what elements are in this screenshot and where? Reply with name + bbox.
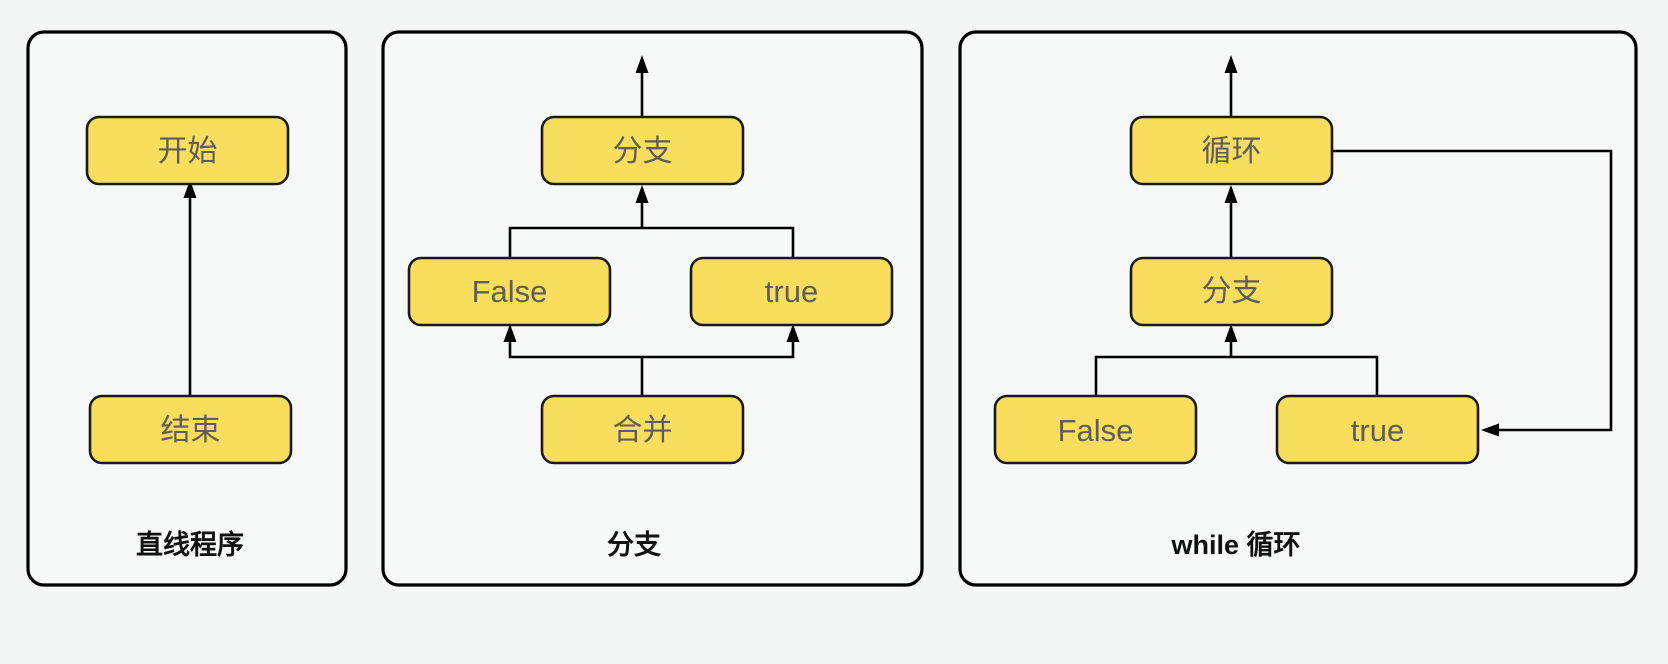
node-true[interactable]: true [1275,394,1480,465]
node-loop-box[interactable] [1129,115,1334,186]
node-start-box[interactable] [85,115,290,186]
node-branch-label: 分支 [613,135,673,168]
panel-straight-line-program: 开始 结束 直线程序 [26,30,348,587]
node-false-box[interactable] [993,394,1198,465]
node-start[interactable]: 开始 [85,115,290,186]
node-false[interactable]: False [993,394,1198,465]
edge-merge-to-false-true [503,324,800,396]
node-merge[interactable]: 合并 [540,394,745,465]
node-false-box[interactable] [407,256,612,327]
node-loop[interactable]: 循环 [1129,115,1334,186]
panel-caption-branch: 分支 [607,530,661,560]
node-branch[interactable]: 分支 [1129,256,1334,327]
panel-while-loop: 循环 分支 False true while 循环 [958,30,1638,587]
panel-caption-straight-line-program: 直线程序 [136,529,244,560]
edge-loop-to-exit [1224,55,1238,117]
node-true[interactable]: true [689,256,894,327]
edge-end-to-start [183,180,197,396]
edge-false-true-to-branch [1094,324,1379,396]
node-start-label: 开始 [158,135,218,168]
edge-branch-to-exit [635,55,649,117]
node-true-box[interactable] [689,256,894,327]
panel-caption-while-loop: while 循环 [1170,530,1300,560]
node-true-label: true [1351,413,1404,448]
panel-border [26,30,348,587]
edge-branch-to-loop [1224,185,1238,258]
edge-loop-feedback-to-true [1332,149,1613,437]
node-false-label: False [1058,413,1134,448]
edge-false-true-to-branch [508,185,795,258]
node-false[interactable]: False [407,256,612,327]
panel-border [381,30,924,587]
node-true-box[interactable] [1275,394,1480,465]
node-branch[interactable]: 分支 [540,115,745,186]
node-merge-box[interactable] [540,394,745,465]
node-branch-box[interactable] [540,115,745,186]
node-end-label: 结束 [161,414,221,447]
node-end[interactable]: 结束 [88,394,293,465]
node-end-box[interactable] [88,394,293,465]
node-merge-label: 合并 [613,414,673,447]
node-branch-box[interactable] [1129,256,1334,327]
panel-branch: 分支 False true 合并 分支 [381,30,924,587]
node-true-label: true [765,274,818,309]
node-false-label: False [472,274,548,309]
node-branch-label: 分支 [1202,275,1262,308]
node-loop-label: 循环 [1202,135,1262,168]
